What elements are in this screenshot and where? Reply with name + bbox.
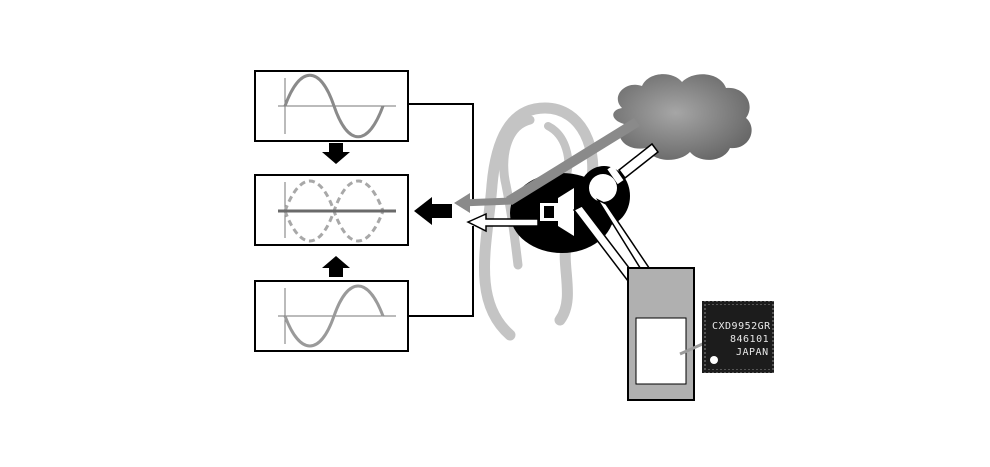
downward-arrow-icon <box>322 143 350 164</box>
chip-label-line-2: 846101 <box>730 334 769 345</box>
processor-unit <box>628 268 694 400</box>
arrow-up-connector <box>322 256 350 277</box>
chip-label-line-3: JAPAN <box>736 347 769 358</box>
cloud-shape <box>613 74 751 160</box>
bottom-wave-box <box>255 281 408 351</box>
dsp-chip: CXD9952GR 846101 JAPAN <box>702 301 774 373</box>
top-connector-line <box>408 104 473 200</box>
arrow-down-connector <box>322 143 350 164</box>
earphone-body <box>510 165 630 253</box>
upward-arrow-icon <box>322 256 350 277</box>
left-arrow-icon <box>414 197 452 225</box>
cloud-to-mic-path <box>619 144 658 178</box>
bottom-connector-line <box>408 226 473 316</box>
chip-label-line-1: CXD9952GR <box>712 321 771 332</box>
top-wave-box <box>255 71 408 141</box>
middle-wave-box <box>255 175 408 245</box>
